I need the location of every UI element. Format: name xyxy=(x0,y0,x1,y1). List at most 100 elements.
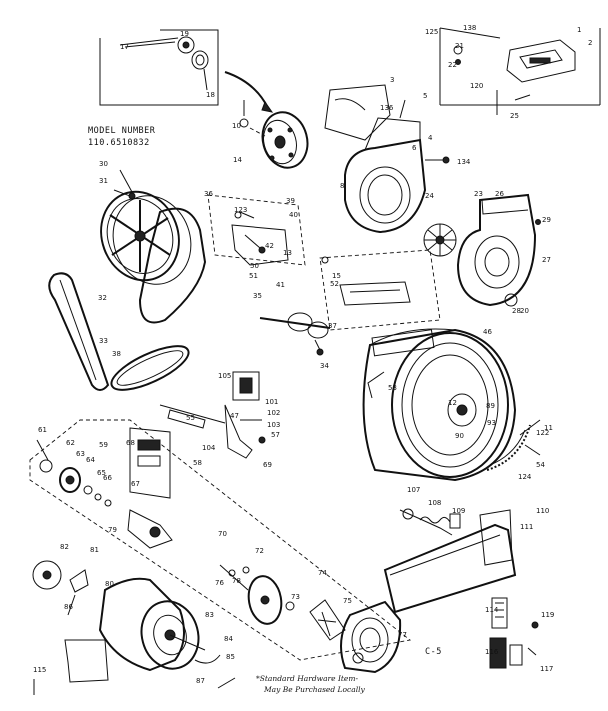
part-callout-14: 14 xyxy=(233,156,242,164)
part-callout-42: 42 xyxy=(265,242,274,250)
part-callout-70: 70 xyxy=(218,530,227,538)
part-callout-64: 64 xyxy=(86,456,95,464)
part-callout-104: 104 xyxy=(202,444,216,452)
part-callout-20: 20 xyxy=(520,307,529,315)
part-callout-8: 8 xyxy=(340,182,344,190)
part-callout-74: 74 xyxy=(318,569,327,577)
part-callout-102: 102 xyxy=(267,409,280,417)
part-callout-136: 136 xyxy=(380,104,394,112)
part-callout-34: 34 xyxy=(320,362,329,370)
part-callout-59: 59 xyxy=(99,441,108,449)
part-callout-1: 1 xyxy=(577,26,581,34)
drive-pulley xyxy=(100,169,192,285)
part-callout-69: 69 xyxy=(263,461,272,469)
part-callout-41: 41 xyxy=(276,281,285,289)
part-callout-58: 58 xyxy=(193,459,202,467)
part-callout-57: 57 xyxy=(271,431,280,439)
part-callout-80: 80 xyxy=(105,580,114,588)
part-callout-123: 123 xyxy=(234,206,247,214)
part-callout-117: 117 xyxy=(540,665,553,673)
part-callout-93: 93 xyxy=(487,419,496,427)
part-callout-24: 24 xyxy=(425,192,434,200)
part-callout-75: 75 xyxy=(343,597,352,605)
part-callout-134: 134 xyxy=(457,158,471,166)
part-callout-138: 138 xyxy=(463,24,476,32)
part-callout-26: 26 xyxy=(495,190,504,198)
small-belt xyxy=(110,345,190,391)
part-callout-2: 2 xyxy=(588,39,592,47)
part-callout-78: 78 xyxy=(232,577,241,585)
footnote: *Standard Hardware Item- May Be Purchase… xyxy=(256,674,366,694)
lower-blower-wheel xyxy=(219,564,346,641)
part-callout-62: 62 xyxy=(66,439,75,447)
model-number-block: MODEL NUMBER 110.6510832 xyxy=(88,126,156,148)
part-callout-21: 21 xyxy=(455,42,464,50)
part-callout-12: 12 xyxy=(448,399,457,407)
footnote-line-1: *Standard Hardware Item- xyxy=(256,674,358,683)
part-callout-115: 115 xyxy=(33,666,46,674)
part-callout-89: 89 xyxy=(486,402,495,410)
part-callout-72: 72 xyxy=(255,547,264,555)
part-callout-81: 81 xyxy=(90,546,99,554)
part-callout-40: 40 xyxy=(289,211,298,219)
part-callout-13: 13 xyxy=(283,249,292,257)
part-callout-4: 4 xyxy=(428,134,433,142)
blower-housing xyxy=(324,84,450,234)
part-callout-46: 46 xyxy=(483,328,492,336)
leader-lines xyxy=(36,41,541,689)
part-callout-86: 86 xyxy=(64,603,73,611)
model-heading: MODEL NUMBER xyxy=(88,126,156,136)
part-callout-36: 36 xyxy=(204,190,213,198)
drive-belt xyxy=(138,207,207,324)
part-callout-114: 114 xyxy=(485,606,499,614)
part-callout-66: 66 xyxy=(103,474,112,482)
part-callout-84: 84 xyxy=(224,635,233,643)
part-callout-107: 107 xyxy=(407,486,420,494)
part-callout-55: 55 xyxy=(186,414,195,422)
part-callout-38: 38 xyxy=(112,350,121,358)
terminal-blocks xyxy=(489,597,539,669)
part-callout-90: 90 xyxy=(455,432,464,440)
part-callout-11: 11 xyxy=(544,424,553,432)
heater-element xyxy=(399,508,461,536)
footnote-line-2: May Be Purchased Locally xyxy=(263,685,366,694)
part-callout-29: 29 xyxy=(542,216,551,224)
part-callout-33: 33 xyxy=(99,337,108,345)
lint-screen-box xyxy=(319,249,441,331)
top-right-bracket-assembly xyxy=(439,27,601,115)
part-callout-25: 25 xyxy=(510,112,519,120)
part-callout-52: 52 xyxy=(330,280,339,288)
part-callout-35: 35 xyxy=(253,292,262,300)
switch-assembly xyxy=(159,371,266,459)
drive-shaft xyxy=(259,312,331,356)
part-callout-53: 53 xyxy=(388,384,397,392)
part-callout-77: 77 xyxy=(398,631,407,639)
part-callout-28: 28 xyxy=(512,307,521,315)
part-callout-82: 82 xyxy=(60,543,69,551)
main-drum xyxy=(362,328,531,482)
part-callout-50: 50 xyxy=(250,262,259,270)
part-callout-85: 85 xyxy=(226,653,235,661)
part-callout-68: 68 xyxy=(126,439,135,447)
part-callout-15: 15 xyxy=(332,272,341,280)
part-labels: 1234568101112131415171819202122232425262… xyxy=(33,24,592,685)
part-callout-47: 47 xyxy=(230,412,239,420)
part-callout-54: 54 xyxy=(536,461,545,469)
heater-box xyxy=(383,509,517,614)
part-callout-10: 10 xyxy=(232,122,241,130)
part-callout-63: 63 xyxy=(76,450,85,458)
part-callout-87: 87 xyxy=(196,677,205,685)
part-callout-124: 124 xyxy=(518,473,532,481)
model-number: 110.6510832 xyxy=(88,138,150,148)
part-callout-3: 3 xyxy=(390,76,394,84)
part-callout-32: 32 xyxy=(98,294,107,302)
inset-box-bearing xyxy=(99,29,274,113)
part-callout-5: 5 xyxy=(423,92,427,100)
rear-blower-housing xyxy=(456,193,541,307)
fan-impeller xyxy=(423,223,457,257)
part-callout-67: 67 xyxy=(131,480,140,488)
part-callout-125: 125 xyxy=(425,28,438,36)
part-callout-122: 122 xyxy=(536,429,549,437)
drive-motor xyxy=(64,577,221,683)
